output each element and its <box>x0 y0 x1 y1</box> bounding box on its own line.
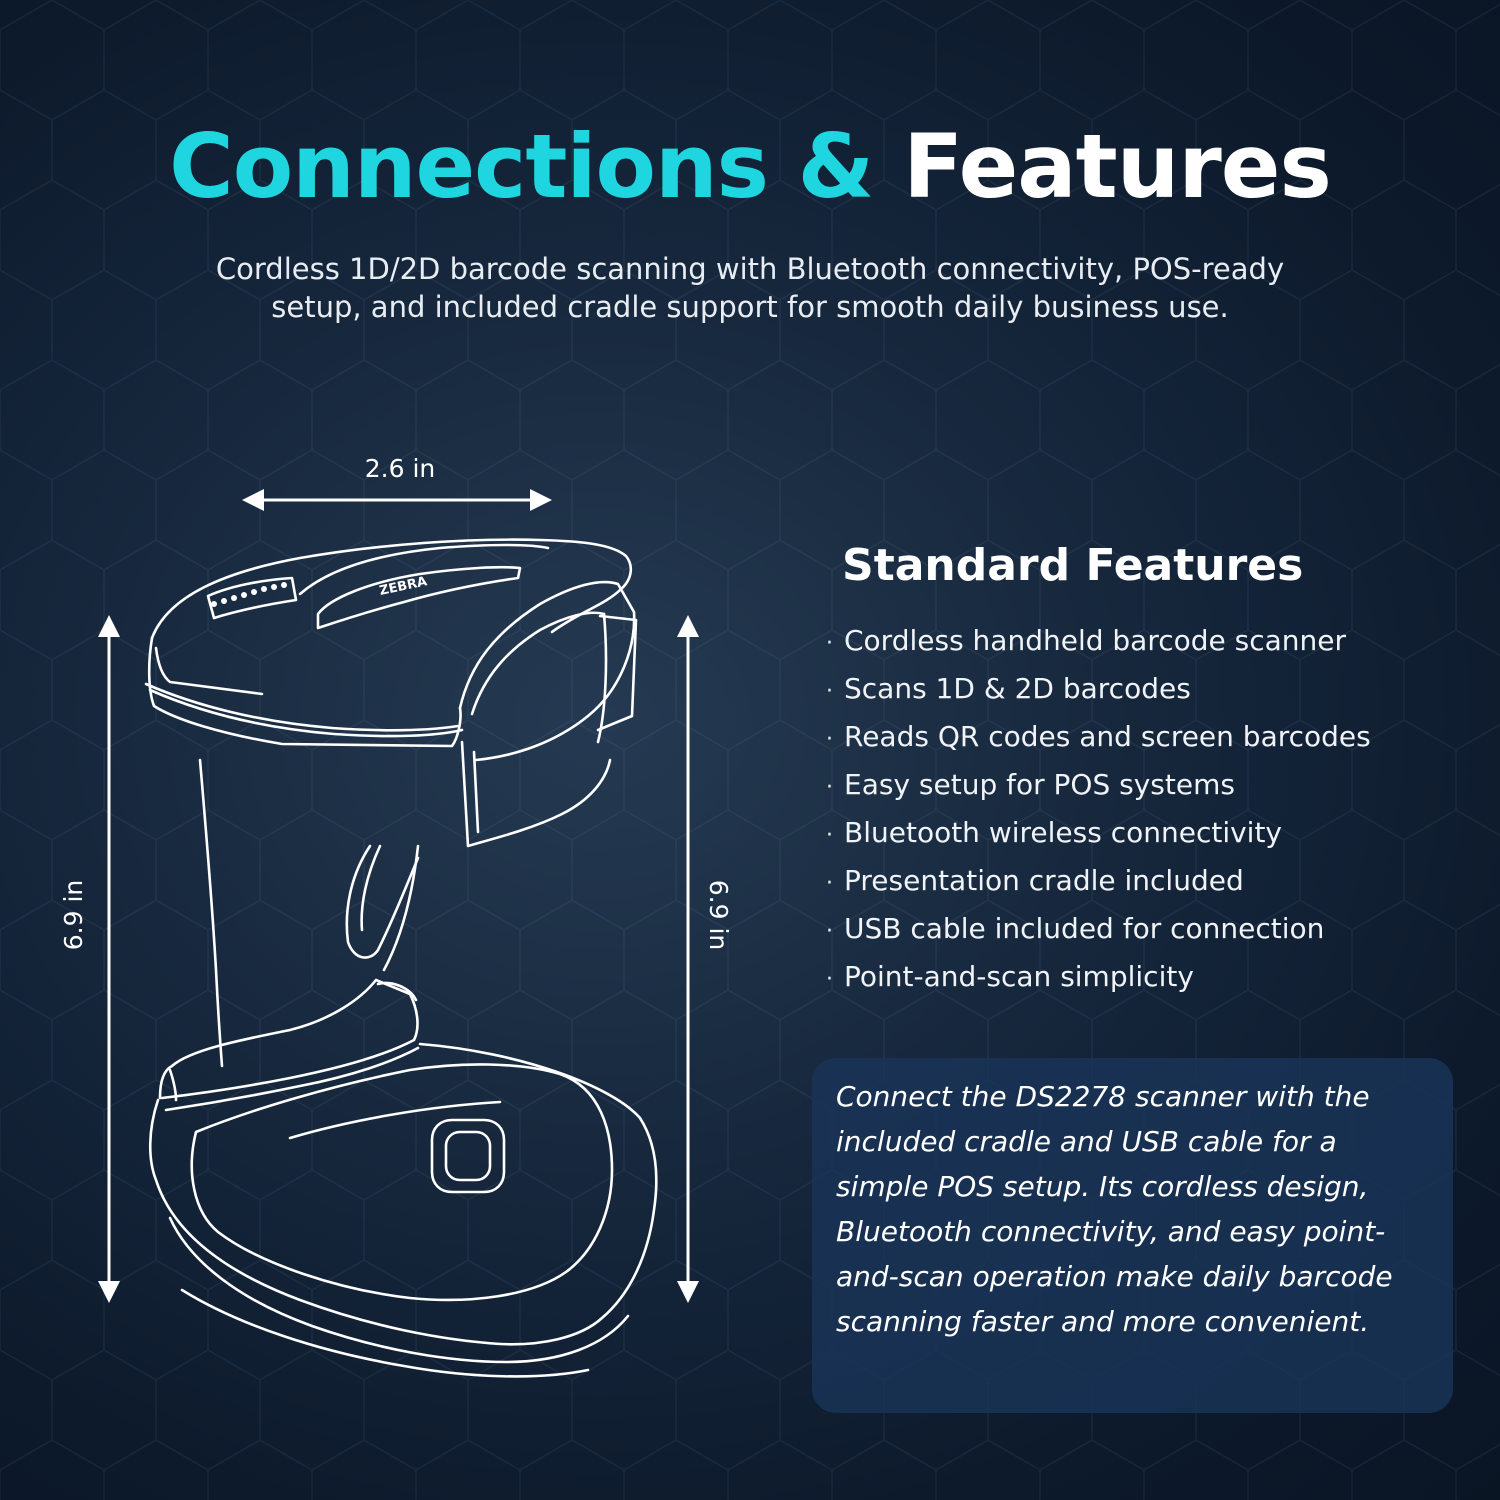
left-height-dimension-arrow <box>98 615 120 1303</box>
subtitle-line-2: setup, and included cradle support for s… <box>271 290 1229 324</box>
scanner-speaker-grille <box>211 582 287 607</box>
width-dimension-label: 2.6 in <box>365 454 436 483</box>
connection-info-text: Connect the DS2278 scanner with the incl… <box>836 1080 1393 1338</box>
bullet-icon: · <box>826 631 833 656</box>
left-height-dimension-label: 6.9 in <box>59 880 88 951</box>
feature-item: ·USB cable included for connection <box>826 906 1486 954</box>
width-dimension-arrow <box>242 489 552 511</box>
page-subtitle: Cordless 1D/2D barcode scanning with Blu… <box>100 250 1400 326</box>
scanner-dimension-diagram: 2.6 in 6.9 in 6.9 in <box>59 454 733 1378</box>
bullet-icon: · <box>826 727 833 752</box>
subtitle-line-1: Cordless 1D/2D barcode scanning with Blu… <box>215 252 1285 286</box>
page-title-accent: Connections & <box>169 115 874 218</box>
scanner-brand-logo: ZEBRA <box>378 574 428 599</box>
barcode-scanner-line-art <box>144 538 658 1378</box>
right-height-dimension-arrow <box>677 615 699 1303</box>
right-height-dimension-label: 6.9 in <box>704 880 733 951</box>
connection-info-card: Connect the DS2278 scanner with the incl… <box>812 1058 1453 1413</box>
feature-item: ·Presentation cradle included <box>826 858 1486 906</box>
bullet-icon: · <box>826 919 833 944</box>
feature-item: ·Cordless handheld barcode scanner <box>826 618 1486 666</box>
page-title-plain: Features <box>903 115 1332 218</box>
standard-features-heading: Standard Features <box>842 540 1304 591</box>
feature-item: ·Easy setup for POS systems <box>826 762 1486 810</box>
bullet-icon: · <box>826 775 833 800</box>
bullet-icon: · <box>826 871 833 896</box>
standard-features-list: ·Cordless handheld barcode scanner ·Scan… <box>826 618 1486 1002</box>
feature-item: ·Point-and-scan simplicity <box>826 954 1486 1002</box>
bullet-icon: · <box>826 967 833 992</box>
bullet-icon: · <box>826 679 833 704</box>
bullet-icon: · <box>826 823 833 848</box>
feature-item: ·Scans 1D & 2D barcodes <box>826 666 1486 714</box>
feature-item: ·Reads QR codes and screen barcodes <box>826 714 1486 762</box>
feature-item: ·Bluetooth wireless connectivity <box>826 810 1486 858</box>
page-title: Connections & Features <box>0 112 1500 222</box>
